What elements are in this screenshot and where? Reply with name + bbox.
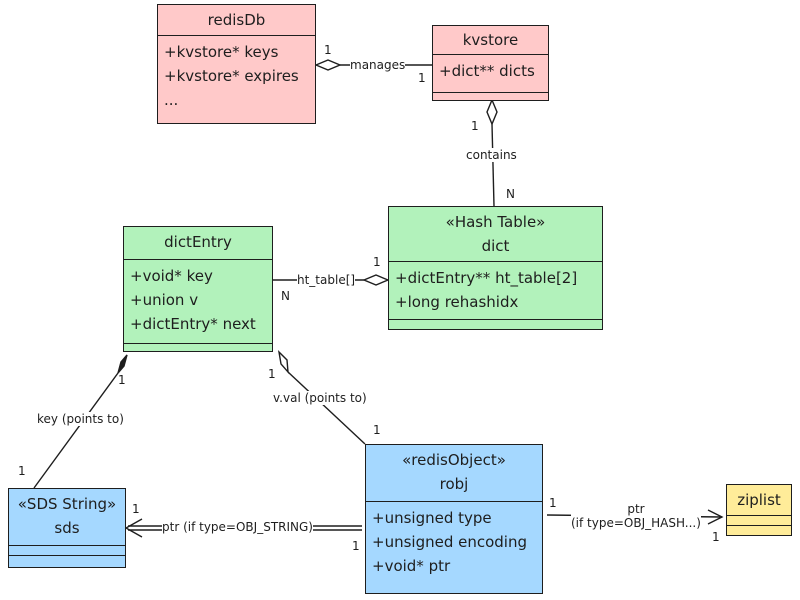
class-sds[interactable]: «SDS String» sds [8, 488, 126, 568]
class-sds-stereotype: «SDS String» [17, 495, 117, 513]
mult-manages-redisdb: 1 [324, 43, 332, 57]
mult-ht-table-dictentry: N [281, 289, 290, 303]
attribute: +kvstore* expires [164, 67, 299, 85]
attribute: +unsigned type [372, 509, 492, 527]
arrowhead-ziplist [707, 509, 724, 525]
label-ptr-hash: ptr (if type=OBJ_HASH...) [571, 502, 701, 530]
class-dict-attributes: +dictEntry** ht_table[2] +long rehashidx [389, 261, 602, 319]
class-kvstore[interactable]: kvstore +dict** dicts [432, 25, 549, 101]
aggregation-diamond-dictentry [277, 349, 289, 375]
class-robj[interactable]: «redisObject» robj +unsigned type +unsig… [365, 444, 543, 594]
attribute: +dict** dicts [439, 62, 535, 80]
class-dict[interactable]: «Hash Table» dict +dictEntry** ht_table[… [388, 206, 603, 330]
class-robj-header: «redisObject» robj [366, 445, 542, 501]
class-redisdb[interactable]: redisDb +kvstore* keys +kvstore* expires… [157, 4, 316, 124]
class-kvstore-attributes: +dict** dicts [433, 54, 548, 92]
attribute: +dictEntry* next [130, 315, 256, 333]
label-ht-table: ht_table[] [297, 273, 356, 287]
class-kvstore-methods [433, 92, 548, 93]
edge-vval [287, 371, 366, 445]
mult-vval-dictentry: 1 [268, 367, 276, 381]
class-dict-header: «Hash Table» dict [389, 207, 602, 261]
class-ziplist-header: ziplist [727, 485, 791, 515]
class-robj-name: robj [439, 475, 469, 493]
class-ziplist-name: ziplist [737, 491, 781, 509]
class-dictentry[interactable]: dictEntry +void* key +union v +dictEntry… [123, 226, 273, 352]
class-dict-name: dict [481, 237, 510, 255]
class-dictentry-name: dictEntry [164, 233, 232, 251]
mult-ptr-string-sds: 1 [132, 502, 140, 516]
class-sds-name: sds [54, 519, 80, 537]
mult-key-sds: 1 [18, 464, 26, 478]
aggregation-diamond-kvstore [486, 98, 498, 126]
aggregation-diamond-dict [362, 274, 390, 286]
class-dictentry-methods [124, 343, 272, 344]
label-key: key (points to) [37, 412, 124, 426]
attribute: +union v [130, 291, 199, 309]
mult-ptr-hash-robj: 1 [549, 496, 557, 510]
aggregation-diamond-redisdb [314, 59, 342, 71]
mult-contains-dict: N [506, 187, 515, 201]
class-kvstore-name: kvstore [462, 31, 519, 49]
mult-ht-table-dict: 1 [373, 255, 381, 269]
edge-key [33, 372, 119, 489]
attribute: +kvstore* keys [164, 43, 279, 61]
edge-contains [491, 123, 495, 207]
label-ptr-string: ptr (if type=OBJ_STRING) [162, 520, 313, 534]
class-kvstore-header: kvstore [433, 26, 548, 54]
class-redisdb-header: redisDb [158, 5, 315, 35]
attribute: +unsigned encoding [372, 533, 527, 551]
label-contains: contains [466, 148, 517, 162]
label-manages: manages [350, 58, 406, 72]
mult-manages-kvstore: 1 [418, 71, 426, 85]
class-sds-header: «SDS String» sds [9, 489, 125, 545]
class-robj-stereotype: «redisObject» [402, 451, 506, 469]
class-redisdb-name: redisDb [207, 11, 266, 29]
class-ziplist-attributes [727, 515, 791, 525]
class-ziplist[interactable]: ziplist [726, 484, 792, 536]
attribute: +dictEntry** ht_table[2] [395, 269, 578, 287]
mult-key-dictentry: 1 [118, 373, 126, 387]
class-dictentry-header: dictEntry [124, 227, 272, 259]
attribute: +long rehashidx [395, 293, 519, 311]
attribute: +void* key [130, 267, 213, 285]
class-sds-attributes [9, 545, 125, 555]
class-dict-stereotype: «Hash Table» [445, 213, 546, 231]
class-sds-methods [9, 555, 125, 556]
mult-vval-robj: 1 [373, 423, 381, 437]
attribute: +void* ptr [372, 557, 451, 575]
composition-diamond-dictentry [117, 354, 128, 374]
mult-contains-kvstore: 1 [471, 119, 479, 133]
arrowhead-sds [124, 518, 143, 538]
mult-ptr-string-robj: 1 [352, 539, 360, 553]
class-dictentry-attributes: +void* key +union v +dictEntry* next [124, 259, 272, 343]
class-redisdb-attributes: +kvstore* keys +kvstore* expires ... [158, 35, 315, 123]
label-ptr-hash-line1: ptr [627, 502, 645, 516]
class-robj-attributes: +unsigned type +unsigned encoding +void*… [366, 501, 542, 585]
label-vval: v.val (points to) [273, 391, 367, 405]
class-dict-methods [389, 319, 602, 320]
mult-ptr-hash-ziplist: 1 [712, 530, 720, 544]
label-ptr-hash-line2: (if type=OBJ_HASH...) [571, 516, 701, 530]
attribute: ... [164, 91, 179, 109]
class-ziplist-methods [727, 525, 791, 526]
